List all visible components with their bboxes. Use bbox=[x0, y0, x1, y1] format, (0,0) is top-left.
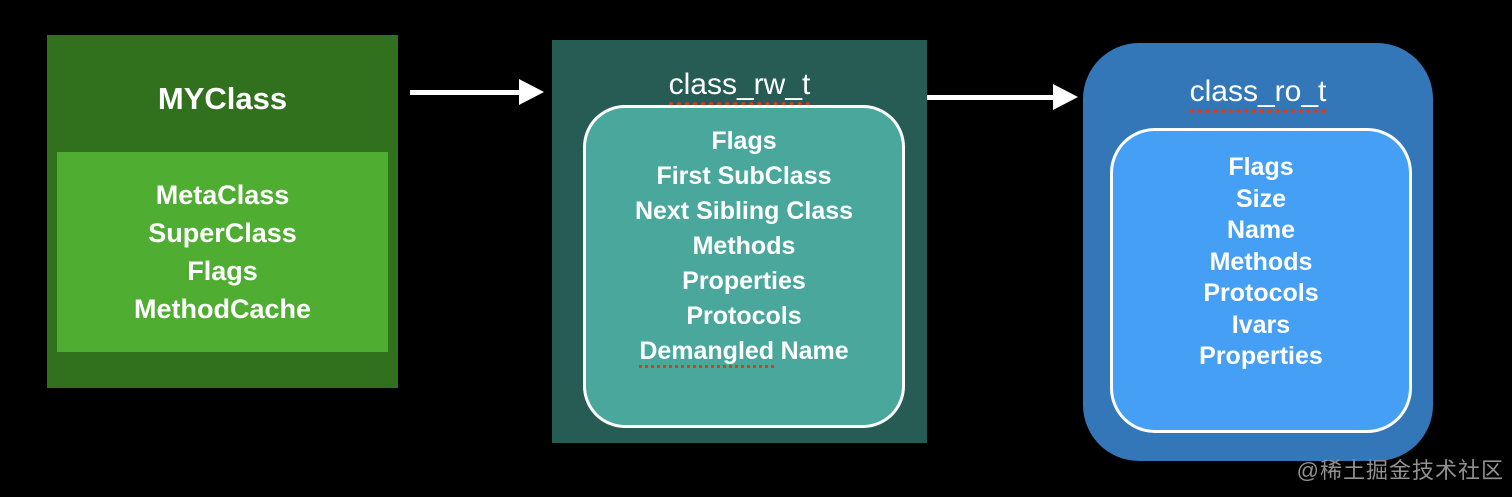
spellcheck-underlined-text: Demangled bbox=[639, 338, 775, 369]
field-flags: Flags bbox=[711, 127, 777, 155]
watermark: @稀土掘金技术社区 bbox=[1296, 458, 1504, 483]
field-methods: Methods bbox=[1209, 247, 1313, 276]
node-myclass-title: MYClass bbox=[157, 81, 288, 116]
node-class-ro-t-fields: Flags Size Name Methods Protocols Ivars … bbox=[1110, 128, 1412, 433]
node-class-ro-t-title: class_ro_t bbox=[1083, 75, 1433, 113]
field-methods: Methods bbox=[692, 232, 796, 260]
node-myclass: MYClass MetaClass SuperClass Flags Metho… bbox=[47, 35, 398, 388]
field-flags: Flags bbox=[1228, 153, 1294, 181]
field-next-sibling-class: Next Sibling Class bbox=[634, 197, 854, 225]
field-methodcache: MethodCache bbox=[133, 294, 312, 324]
arrow-head bbox=[519, 79, 544, 105]
field-size: Size bbox=[1235, 184, 1287, 213]
field-name: Name bbox=[1226, 216, 1296, 244]
field-superclass: SuperClass bbox=[148, 218, 297, 248]
field-protocols: Protocols bbox=[686, 302, 802, 330]
spellcheck-underlined-text: class_rw_t bbox=[668, 69, 811, 106]
arrow-class-rw-to-class-ro-icon bbox=[927, 83, 1078, 111]
field-properties: Properties bbox=[1199, 342, 1323, 370]
field-protocols: Protocols bbox=[1203, 279, 1319, 307]
spellcheck-underlined-text: class_ro_t bbox=[1189, 76, 1327, 113]
arrow-shaft bbox=[927, 94, 1060, 100]
field-metaclass: MetaClass bbox=[155, 180, 290, 210]
arrow-head bbox=[1053, 84, 1078, 110]
field-ivars: Ivars bbox=[1231, 310, 1291, 339]
field-first-subclass: First SubClass bbox=[656, 162, 832, 190]
arrow-myclass-to-class-rw-icon bbox=[410, 78, 544, 106]
node-class-ro-t: class_ro_t Flags Size Name Methods Proto… bbox=[1083, 43, 1433, 461]
field-properties: Properties bbox=[682, 267, 806, 295]
node-class-rw-t: class_rw_t Flags First SubClass Next Sib… bbox=[552, 40, 927, 443]
field-demangled-name-rest: Name bbox=[780, 337, 849, 365]
node-myclass-fields: MetaClass SuperClass Flags MethodCache bbox=[57, 152, 388, 352]
field-flags: Flags bbox=[187, 256, 258, 286]
node-class-rw-t-fields: Flags First SubClass Next Sibling Class … bbox=[583, 105, 905, 428]
arrow-shaft bbox=[410, 89, 526, 95]
node-class-rw-t-title: class_rw_t bbox=[552, 68, 927, 106]
